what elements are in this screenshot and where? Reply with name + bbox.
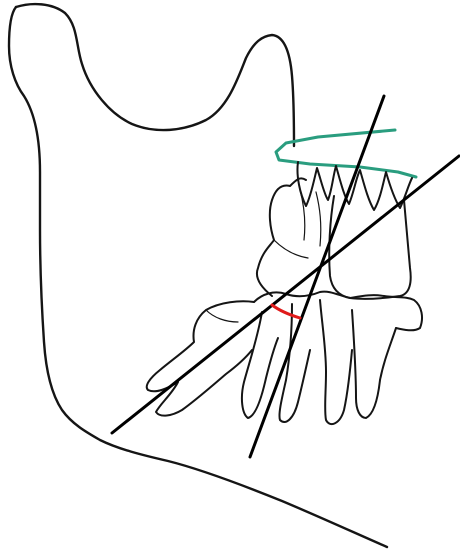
tilted-molar-roots — [274, 190, 321, 258]
upper-molar-crowns — [297, 162, 412, 210]
inclined-reference-line — [112, 156, 459, 433]
angle-arc — [272, 305, 300, 318]
long-axis-line — [250, 96, 384, 457]
sigmoid-notch — [16, 4, 294, 146]
alveolar-detail — [206, 310, 238, 322]
tilted-molar-crown — [257, 178, 306, 296]
lower-third-molar — [147, 301, 254, 415]
lower-molar-roots — [242, 300, 396, 424]
